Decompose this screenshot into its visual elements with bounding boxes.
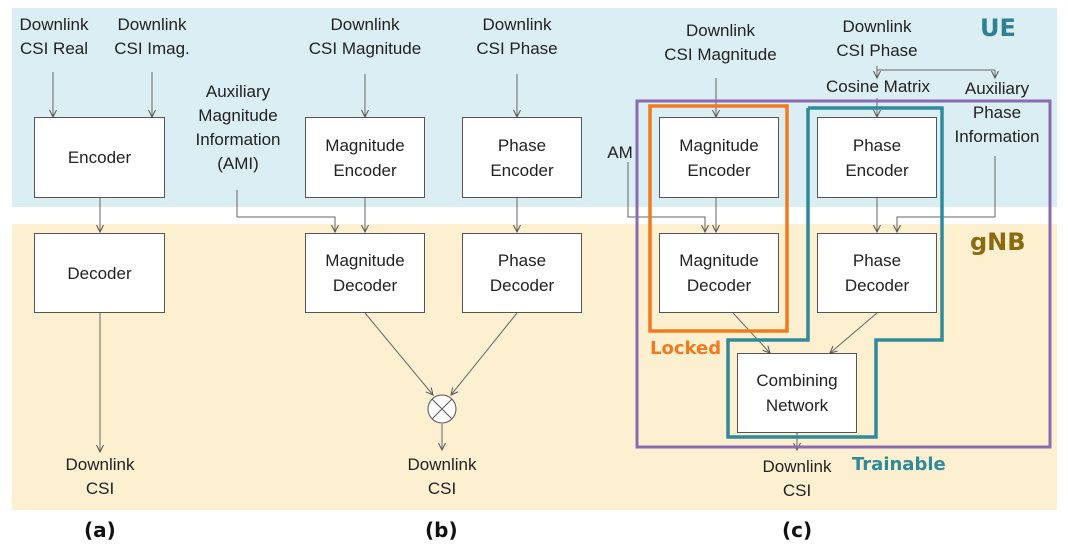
- downlink-csi-output-a: Downlink CSI: [65, 455, 135, 498]
- caption-b: (b): [425, 518, 458, 542]
- cosine-matrix-label: Cosine Matrix: [826, 77, 930, 96]
- ue-region-label: UE: [980, 14, 1016, 42]
- am-label: AM: [607, 143, 633, 162]
- downlink-csi-magnitude-label-c: Downlink CSI Magnitude: [664, 21, 777, 64]
- downlink-csi-magnitude-label-b: Downlink CSI Magnitude: [308, 15, 422, 58]
- locked-label: Locked: [650, 338, 722, 359]
- decoder-block: Decoder: [34, 233, 165, 313]
- downlink-csi-output-b: Downlink CSI: [407, 455, 477, 498]
- caption-c: (c): [782, 518, 813, 542]
- caption-a: (a): [84, 518, 116, 542]
- gnb-region-label: gNB: [970, 228, 1026, 256]
- auxiliary-phase-information-label: Auxiliary Phase Information: [954, 79, 1040, 146]
- auxiliary-magnitude-information-label: Auxiliary Magnitude Information (AMI): [195, 82, 281, 173]
- downlink-csi-imag-label: Downlink CSI Imag.: [114, 15, 190, 58]
- downlink-csi-phase-label-b: Downlink CSI Phase: [476, 15, 558, 58]
- trainable-label: Trainable: [852, 454, 946, 475]
- downlink-csi-output-c: Downlink CSI: [762, 457, 832, 500]
- encoder-block: Encoder: [34, 117, 165, 198]
- downlink-csi-real-label: Downlink CSI Real: [19, 15, 89, 58]
- downlink-csi-phase-label-c: Downlink CSI Phase: [836, 17, 918, 60]
